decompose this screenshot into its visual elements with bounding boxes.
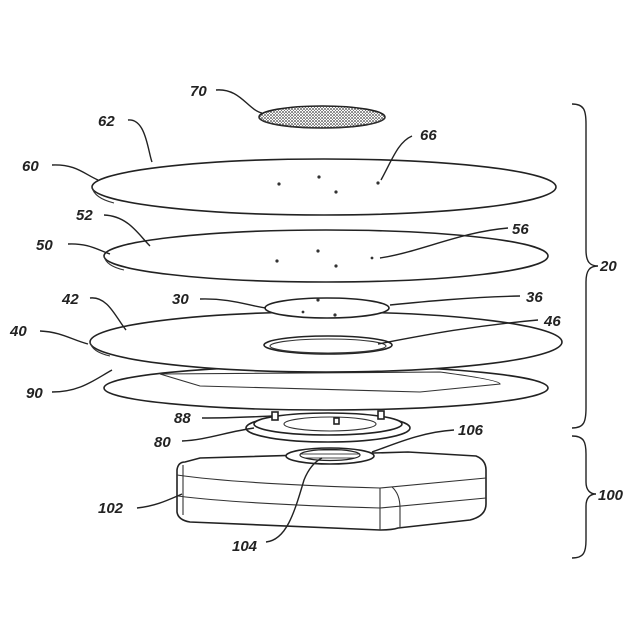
label-102: 102 bbox=[98, 500, 124, 517]
label-60: 60 bbox=[22, 158, 39, 175]
pad-70 bbox=[259, 106, 385, 128]
brace-20 bbox=[572, 104, 598, 428]
label-80: 80 bbox=[154, 434, 171, 451]
label-88: 88 bbox=[174, 410, 191, 427]
label-50: 50 bbox=[36, 237, 53, 254]
label-104: 104 bbox=[232, 538, 258, 555]
disc-30 bbox=[265, 298, 389, 318]
label-20: 20 bbox=[599, 258, 617, 275]
label-52: 52 bbox=[76, 207, 93, 224]
label-90: 90 bbox=[26, 385, 43, 402]
label-36: 36 bbox=[526, 289, 543, 306]
label-56: 56 bbox=[512, 221, 529, 238]
label-66: 66 bbox=[420, 127, 437, 144]
label-46: 46 bbox=[543, 313, 561, 330]
label-70: 70 bbox=[190, 83, 207, 100]
disc-60 bbox=[92, 159, 556, 215]
label-40: 40 bbox=[9, 323, 27, 340]
base-unit bbox=[177, 448, 486, 530]
label-62: 62 bbox=[98, 113, 115, 130]
brace-100 bbox=[572, 436, 596, 558]
label-100: 100 bbox=[598, 487, 624, 504]
disc-40 bbox=[90, 312, 562, 372]
label-106: 106 bbox=[458, 422, 484, 439]
disc-50 bbox=[104, 230, 548, 282]
label-42: 42 bbox=[61, 291, 79, 308]
label-30: 30 bbox=[172, 291, 189, 308]
